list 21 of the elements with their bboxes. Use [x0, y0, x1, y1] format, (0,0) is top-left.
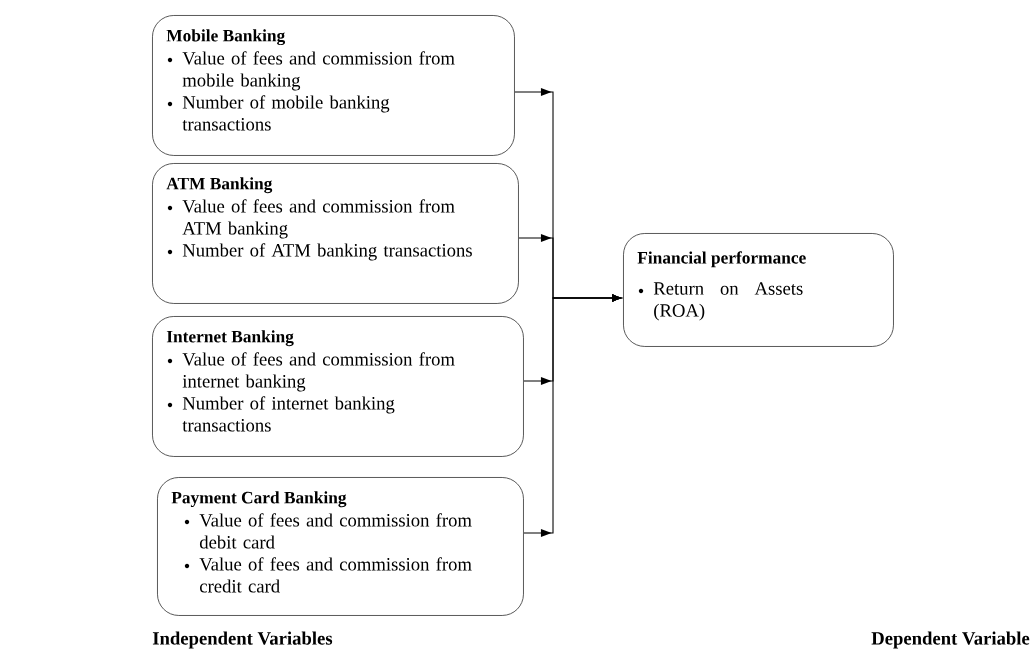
bullet-text: Number of internet banking transactions [182, 396, 395, 432]
box-heading: Mobile Banking [166, 29, 286, 46]
bullet-text: Value of fees and commission from internet banking [182, 352, 455, 392]
variable-box [623, 233, 894, 347]
bullet-text: Value of fees and commission from credit card [199, 557, 472, 593]
bullet-text: Value of fees and commission from debit card [199, 513, 472, 549]
variable-box [152, 316, 524, 457]
variable-box [152, 15, 515, 156]
bullet-text: Number of mobile banking transactions [182, 95, 390, 131]
axis-label: Dependent Variable [871, 631, 1030, 649]
bullet-text: Number of ATM banking transactions [182, 243, 472, 261]
box-heading: Internet Banking [166, 330, 294, 347]
box-heading: Payment Card Banking [171, 491, 347, 508]
bullet-text: Value of fees and commission from ATM banking [182, 199, 455, 239]
bullet-text: Return on Assets (ROA) [653, 282, 803, 321]
variable-box [152, 163, 519, 304]
arrow [523, 294, 622, 537]
bullet-text: Value of fees and commission from mobile banking [182, 51, 455, 91]
box-heading: ATM Banking [166, 177, 273, 194]
variable-box [157, 477, 524, 616]
box-heading: Financial performance [637, 251, 806, 268]
